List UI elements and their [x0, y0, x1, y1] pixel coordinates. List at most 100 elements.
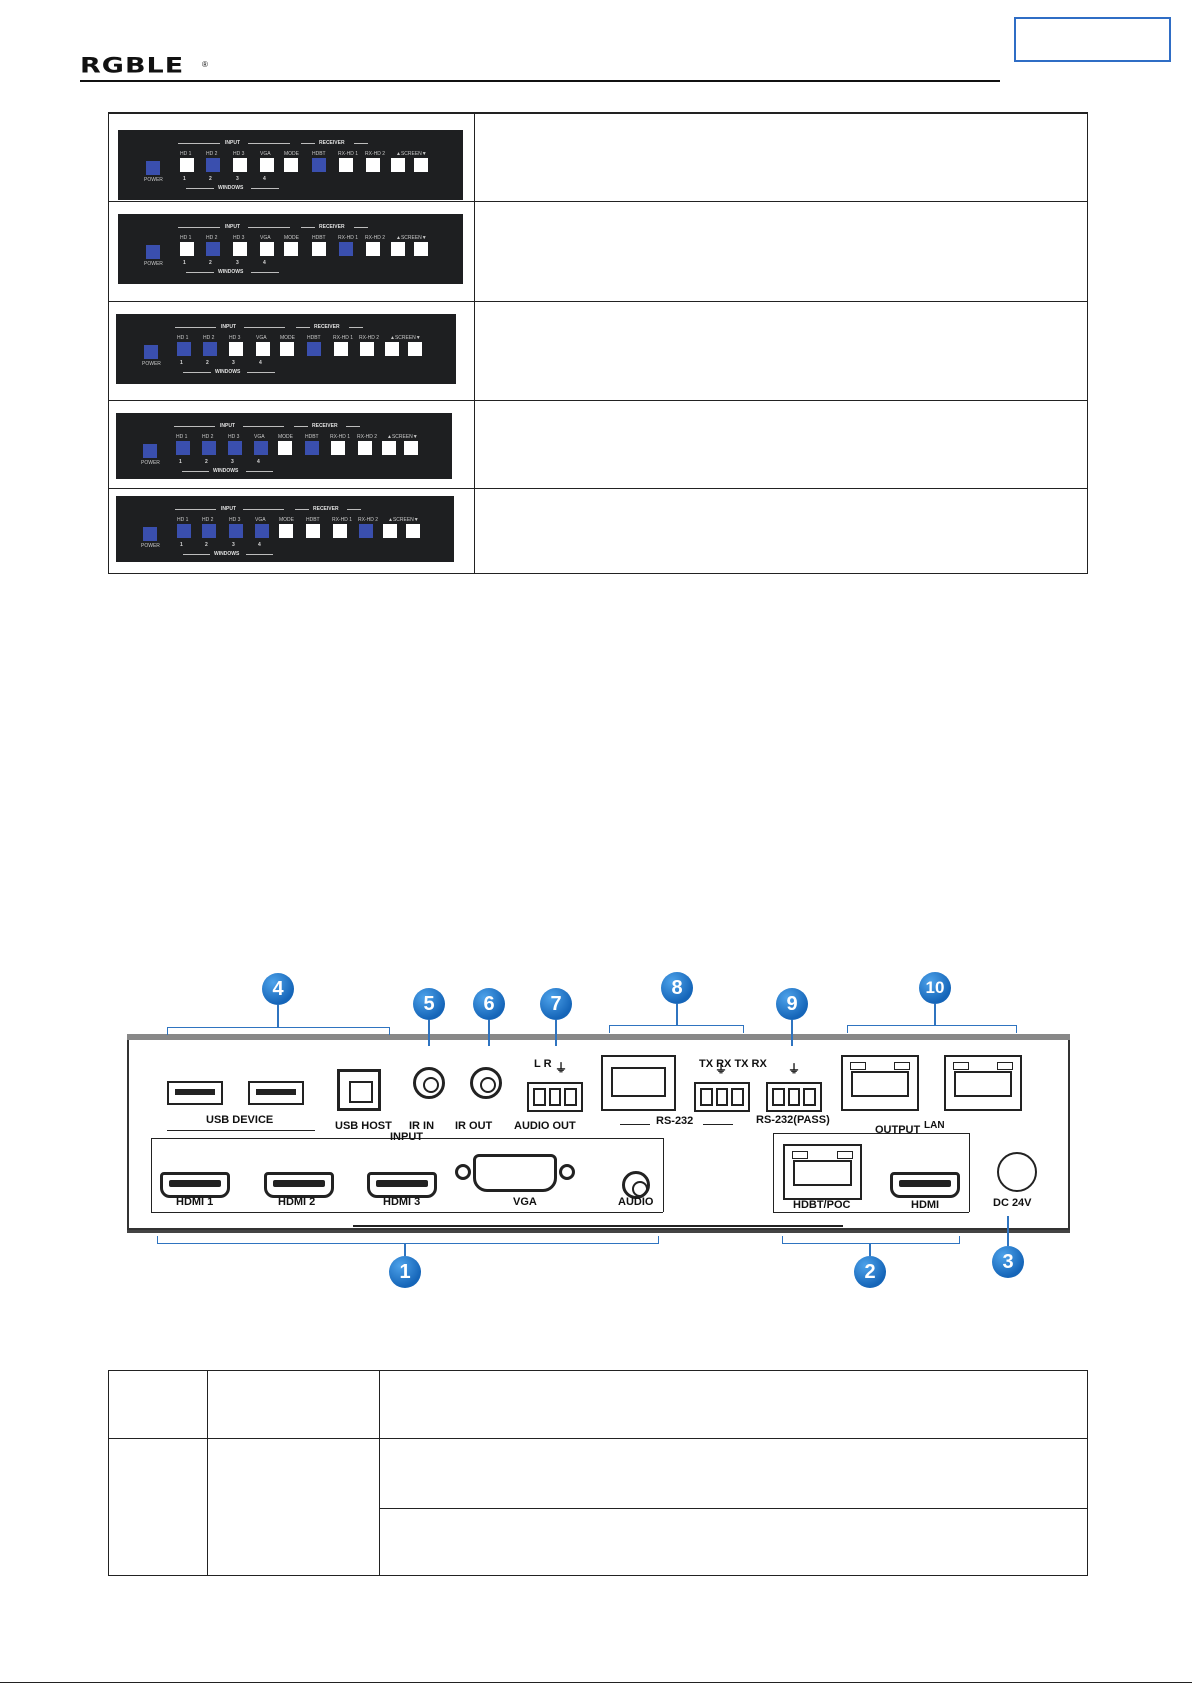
dc-power-jack: [997, 1152, 1037, 1192]
callout-stem: [791, 1020, 793, 1046]
button-label-mode: MODE: [284, 235, 299, 241]
receiver-group-rule: [346, 426, 360, 427]
hdmi2-label: HDMI 2: [278, 1196, 316, 1208]
window-number-n2: 2: [209, 260, 212, 266]
window-number-n1: 1: [179, 459, 182, 465]
callout-2: 2: [854, 1256, 886, 1288]
windows-header: WINDOWS: [214, 551, 240, 557]
callout-6: 6: [473, 988, 505, 1020]
vga-port: [455, 1152, 575, 1194]
window-number-n4: 4: [258, 542, 261, 548]
input-group-rule: [248, 227, 290, 228]
brand-logo: RGBLE: [80, 54, 185, 79]
button-label-hd3: HD 3: [229, 335, 241, 341]
button-label-hd1: HD 1: [176, 434, 188, 440]
front-button-mode: [284, 242, 298, 256]
lan-port: [944, 1055, 1022, 1111]
output-frame: [773, 1212, 969, 1213]
front-button-vga: [255, 524, 269, 538]
callout-stem: [404, 1244, 406, 1256]
callout-9: 9: [776, 988, 808, 1020]
input-group-rule: [178, 227, 220, 228]
lan-label: LAN: [924, 1120, 945, 1131]
front-button-rxhd2: [366, 242, 380, 256]
usb-b-port: [337, 1069, 381, 1111]
button-label-hd2: HD 2: [206, 235, 218, 241]
receiver-group-rule: [354, 143, 368, 144]
front-button-power: [146, 245, 160, 259]
button-label-hd2: HD 2: [202, 517, 214, 523]
button-label-hd2: HD 2: [202, 434, 214, 440]
button-label-hd1: HD 1: [180, 235, 192, 241]
window-number-n4: 4: [257, 459, 260, 465]
callout-10: 10: [919, 972, 951, 1004]
button-label-vga: VGA: [254, 434, 265, 440]
windows-rule: [251, 272, 279, 273]
button-label-screen: ▲SCREEN▼: [388, 517, 419, 523]
window-number-n1: 1: [183, 176, 186, 182]
button-label-hdbt: HDBT: [307, 335, 321, 341]
button-label-screen: ▲SCREEN▼: [396, 235, 427, 241]
window-number-n1: 1: [183, 260, 186, 266]
rs232-pass-label: RS-232(PASS): [756, 1114, 830, 1126]
input-header: INPUT: [225, 140, 240, 146]
rs232-pass-terminal: [766, 1082, 822, 1112]
receiver-group-rule: [349, 327, 363, 328]
callout-stem: [934, 1004, 936, 1025]
ground-symbol: ⏚: [555, 1061, 568, 1075]
audio-out-label: AUDIO OUT: [514, 1120, 576, 1132]
receiver-header: RECEIVER: [319, 140, 345, 146]
front-button-power: [143, 444, 157, 458]
header-box: [1014, 17, 1171, 62]
front-button-hd2: [202, 441, 216, 455]
callout-8: 8: [661, 972, 693, 1004]
button-label-mode: MODE: [284, 151, 299, 157]
button-label-rxhd1: RX-HD 1: [333, 335, 354, 341]
callout-stem: [488, 1020, 490, 1046]
front-button-hdbt: [307, 342, 321, 356]
hdmi-port: [367, 1172, 437, 1198]
button-label-rxhd2: RX-HD 2: [365, 235, 386, 241]
callout-stem: [869, 1244, 871, 1256]
windows-header: WINDOWS: [213, 468, 239, 474]
usb-device-label: USB DEVICE: [206, 1114, 274, 1126]
button-label-screen: ▲SCREEN▼: [387, 434, 418, 440]
front-button-hd3: [228, 441, 242, 455]
window-number-n4: 4: [259, 360, 262, 366]
button-label-hd3: HD 3: [233, 151, 245, 157]
ir-out-jack: [470, 1067, 502, 1099]
front-button-power: [143, 527, 157, 541]
button-label-mode: MODE: [278, 434, 293, 440]
button-label-hdbt: HDBT: [306, 517, 320, 523]
button-label-hdbt: HDBT: [305, 434, 319, 440]
input-group-rule: [174, 426, 215, 427]
power-label: POWER: [144, 177, 163, 183]
audio-out-terminal: [527, 1082, 583, 1112]
button-label-hd2: HD 2: [206, 151, 218, 157]
front-button-mode: [280, 342, 294, 356]
callout-1: 1: [389, 1256, 421, 1288]
bracket-usb: [167, 1027, 390, 1035]
front-button-vga: [254, 441, 268, 455]
output-frame: [773, 1133, 969, 1134]
power-label: POWER: [142, 361, 161, 367]
front-button-hd2: [203, 342, 217, 356]
front-button-hd1: [177, 342, 191, 356]
window-number-n1: 1: [180, 542, 183, 548]
input-header: INPUT: [221, 506, 236, 512]
bracket-output: [782, 1236, 960, 1244]
receiver-group-rule: [295, 509, 309, 510]
receiver-group-rule: [294, 426, 308, 427]
front-button-hd1: [176, 441, 190, 455]
table-column-divider: [207, 1371, 208, 1575]
button-label-hd2: HD 2: [203, 335, 215, 341]
input-frame: [151, 1138, 152, 1212]
front-button-scrdn: [406, 524, 420, 538]
table-row-divider: [379, 1508, 1087, 1509]
receiver-group-rule: [296, 327, 310, 328]
rs232-terminal: [694, 1082, 750, 1112]
button-label-rxhd2: RX-HD 2: [358, 517, 379, 523]
